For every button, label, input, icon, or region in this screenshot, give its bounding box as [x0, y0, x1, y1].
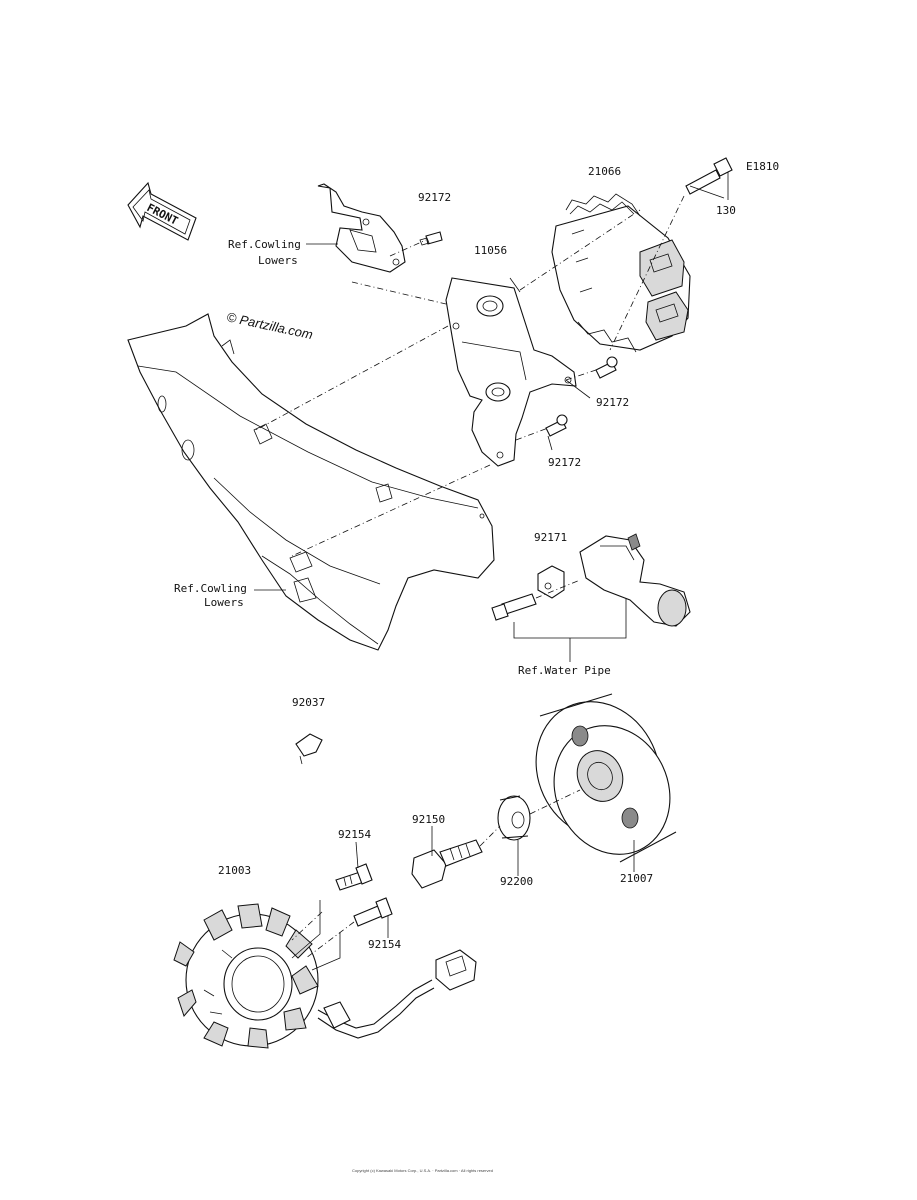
water-pipe-dash — [535, 579, 581, 599]
leader-lines-upper — [255, 172, 729, 557]
label-92172-low: 92172 — [548, 456, 581, 469]
bolt-92150 — [411, 839, 483, 889]
label-92172-top: 92172 — [418, 191, 451, 204]
regulator-rectifier-21066 — [551, 193, 691, 353]
label-21003: 21003 — [218, 864, 251, 877]
water-pipe-bracket-line — [513, 598, 627, 662]
stator-harness — [317, 949, 477, 1039]
label-92200: 92200 — [500, 875, 533, 888]
ref-cowling-top-line2: Lowers — [258, 254, 298, 267]
clip-92037 — [295, 733, 323, 765]
bracket-plate-11056 — [445, 277, 577, 467]
label-92150: 92150 — [412, 813, 445, 826]
washer-92200 — [497, 795, 531, 841]
screw-92172-mid — [595, 356, 618, 379]
cowling-outline — [127, 313, 495, 651]
water-pipe-fitting — [579, 533, 691, 627]
bolt-92154-low — [353, 897, 393, 927]
stator-21003 — [173, 903, 319, 1049]
label-21007: 21007 — [620, 872, 653, 885]
screw-92172-low — [545, 414, 568, 437]
label-130: 130 — [716, 204, 736, 217]
ref-cowling-low-line1: Ref.Cowling — [174, 582, 247, 595]
label-92171: 92171 — [534, 531, 567, 544]
label-e1810: E1810 — [746, 160, 779, 173]
label-92172-mid: 92172 — [596, 396, 629, 409]
watermark: © Partzilla.com — [225, 309, 314, 342]
screw-92172-top — [419, 231, 443, 246]
bolt-e1810 — [685, 157, 733, 195]
bolt-water-pipe — [491, 593, 537, 621]
rotor-21007 — [535, 693, 677, 863]
leader-lines-lower — [291, 789, 635, 971]
ref-cowling-top-line1: Ref.Cowling — [228, 238, 301, 251]
label-11056: 11056 — [474, 244, 507, 257]
bolt-92154-top — [335, 863, 373, 891]
label-21066: 21066 — [588, 165, 621, 178]
ref-water-pipe: Ref.Water Pipe — [518, 664, 611, 677]
label-92037: 92037 — [292, 696, 325, 709]
front-arrow-icon: FRONT — [127, 181, 197, 241]
clamp-92171 — [537, 565, 565, 599]
ref-cowling-low-line2: Lowers — [204, 596, 244, 609]
label-92154-top: 92154 — [338, 828, 371, 841]
label-92154-low: 92154 — [368, 938, 401, 951]
copyright-footer: Copyright (c) Kawasaki Motors Corp., U.S… — [352, 1168, 493, 1173]
cowling-bracket-top — [317, 183, 406, 273]
